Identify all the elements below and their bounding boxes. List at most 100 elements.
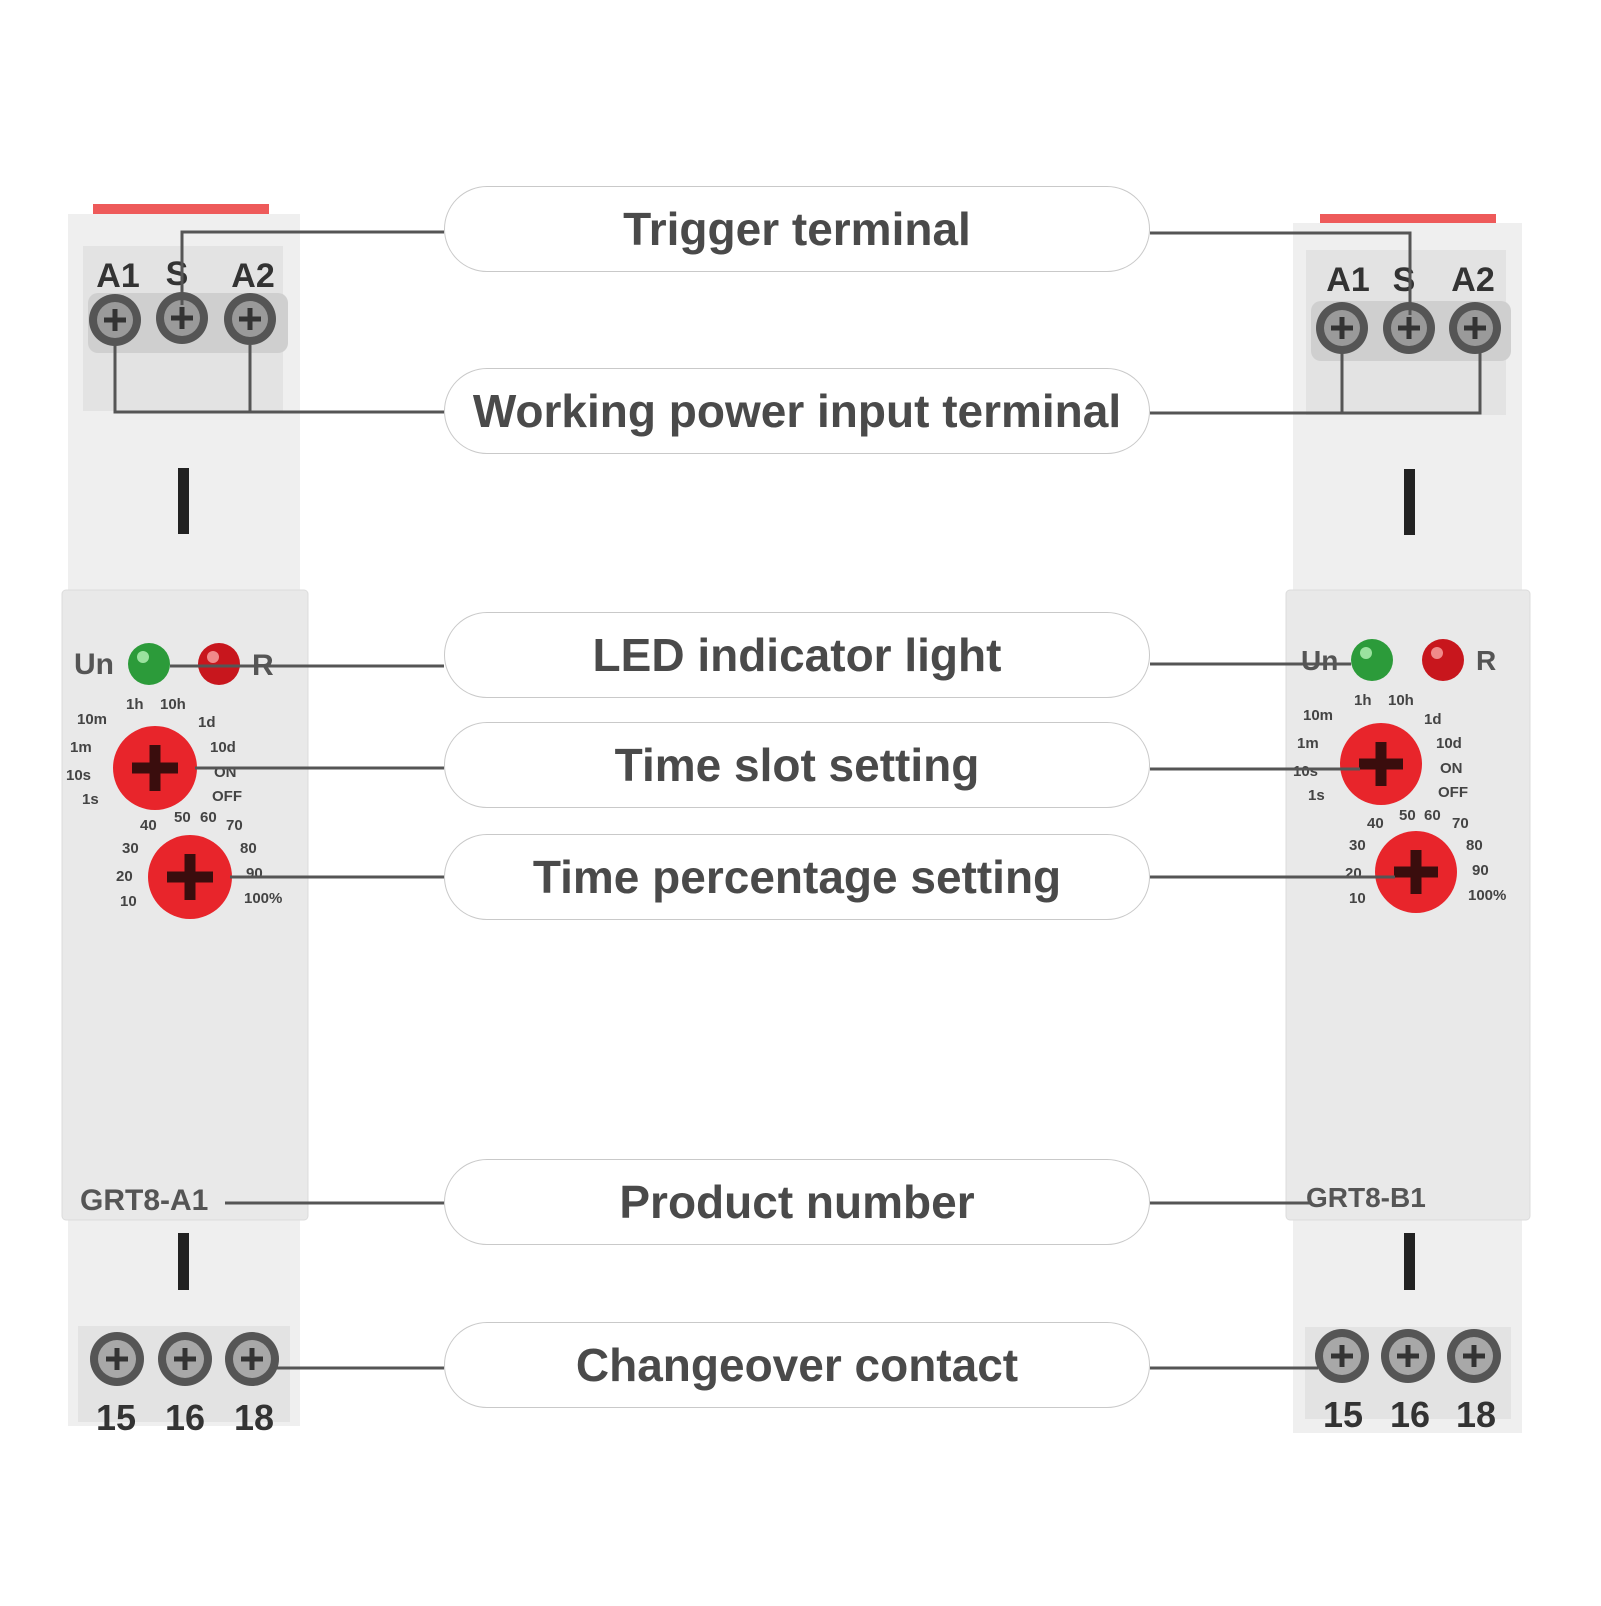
scale-label: 70: [226, 817, 243, 834]
relay-left: A1 S A2 Un R 1h 10h 10m 1d 1m 10d: [61, 204, 309, 1438]
terminal-label-16: 16: [1390, 1394, 1430, 1435]
power-led: [1351, 639, 1393, 681]
leader-line: [113, 345, 444, 414]
callout-time-percentage: Time percentage setting: [444, 834, 1150, 920]
screw-icon: [1381, 1329, 1435, 1383]
scale-label: 20: [116, 868, 133, 885]
scale-label: 90: [246, 865, 263, 882]
terminal-label-15: 15: [96, 1397, 136, 1438]
callout-label: Trigger terminal: [623, 203, 971, 255]
callout-trigger-terminal: Trigger terminal: [444, 186, 1150, 272]
scale-label: 1m: [70, 739, 92, 756]
scale-label: 1h: [1354, 692, 1372, 709]
callout-time-slot: Time slot setting: [444, 722, 1150, 808]
callout-power-input-terminal: Working power input terminal: [444, 368, 1150, 454]
scale-label: 10s: [1293, 763, 1318, 780]
percent-scale: 40 50 60 70 30 80 20 90 10 100%: [1345, 807, 1506, 907]
scale-label: 10h: [160, 696, 186, 713]
relay-right: A1 S A2 Un R 1h 10h 10m 1d 1m 10d 1: [1285, 214, 1531, 1435]
din-slot: [1404, 1233, 1415, 1290]
callout-product-number: Product number: [444, 1159, 1150, 1245]
terminal-label-18: 18: [234, 1397, 274, 1438]
scale-label: 40: [140, 817, 157, 834]
callout-changeover-contact: Changeover contact: [444, 1322, 1150, 1408]
callout-label: Time percentage setting: [532, 851, 1062, 903]
time-range-scale: 1h 10h 10m 1d 1m 10d 10s ON 1s OFF: [1293, 692, 1468, 804]
scale-label: 60: [1424, 807, 1441, 824]
terminal-label-s: S: [166, 255, 189, 293]
scale-label: 80: [1466, 837, 1483, 854]
screw-icon: [225, 1332, 279, 1386]
din-slot: [1404, 469, 1415, 535]
screw-icon: [1316, 302, 1368, 354]
callout-label: Changeover contact: [575, 1339, 1019, 1391]
screw-icon: [1383, 302, 1435, 354]
scale-label: 100%: [244, 890, 282, 907]
leader-line: [180, 230, 444, 305]
time-percent-knob[interactable]: [148, 835, 232, 919]
led-label-r: R: [1476, 645, 1496, 676]
time-percent-knob[interactable]: [1375, 831, 1457, 913]
time-range-knob[interactable]: [1340, 723, 1422, 805]
screw-icon: [224, 293, 276, 345]
scale-label: 100%: [1468, 887, 1506, 904]
terminal-label-s: S: [1393, 261, 1416, 299]
screw-icon: [158, 1332, 212, 1386]
scale-label: 10d: [1436, 735, 1462, 752]
power-led: [128, 643, 170, 685]
leader-line: [1150, 231, 1412, 315]
relay-led: [198, 643, 240, 685]
screw-icon: [156, 292, 208, 344]
scale-label: 70: [1452, 815, 1469, 832]
scale-label: 20: [1345, 865, 1362, 882]
terminal-label-a1: A1: [96, 257, 139, 295]
scale-label: OFF: [1438, 784, 1468, 801]
scale-label: OFF: [212, 788, 242, 805]
top-red-tab: [93, 204, 269, 216]
terminal-label-16: 16: [165, 1397, 205, 1438]
terminal-label-a2: A2: [231, 257, 274, 295]
terminal-label-15: 15: [1323, 1394, 1363, 1435]
scale-label: 90: [1472, 862, 1489, 879]
scale-label: 60: [200, 809, 217, 826]
scale-label: 10m: [77, 711, 107, 728]
callout-label: LED indicator light: [592, 629, 1002, 681]
scale-label: 1s: [82, 791, 99, 808]
callout-led-indicator: LED indicator light: [444, 612, 1150, 698]
product-number: GRT8-A1: [80, 1184, 208, 1217]
terminal-label-a2: A2: [1451, 261, 1494, 299]
screw-icon: [90, 1332, 144, 1386]
time-range-knob[interactable]: [113, 726, 197, 810]
scale-label: ON: [1440, 760, 1463, 777]
scale-label: 1d: [198, 714, 216, 731]
scale-label: 10d: [210, 739, 236, 756]
callout-label: Working power input terminal: [472, 385, 1122, 437]
led-label-un: Un: [1301, 645, 1338, 676]
scale-label: 10h: [1388, 692, 1414, 709]
scale-label: 50: [174, 809, 191, 826]
scale-label: 30: [1349, 837, 1366, 854]
terminal-label-a1: A1: [1326, 261, 1369, 299]
din-slot: [178, 468, 189, 534]
din-slot: [178, 1233, 189, 1290]
terminal-label-18: 18: [1456, 1394, 1496, 1435]
relay-led: [1422, 639, 1464, 681]
callout-label: Product number: [619, 1176, 975, 1228]
scale-label: 1m: [1297, 735, 1319, 752]
screw-icon: [89, 294, 141, 346]
leader-line: [1150, 352, 1482, 415]
scale-label: 80: [240, 840, 257, 857]
product-number: GRT8-B1: [1306, 1182, 1426, 1213]
scale-label: 10m: [1303, 707, 1333, 724]
scale-label: 10: [120, 893, 137, 910]
scale-label: 30: [122, 840, 139, 857]
led-label-un: Un: [74, 648, 114, 681]
scale-label: 40: [1367, 815, 1384, 832]
percent-scale: 40 50 60 70 30 80 20 90 10 100%: [116, 809, 282, 910]
callout-label: Time slot setting: [614, 739, 980, 791]
scale-label: 1d: [1424, 711, 1442, 728]
leader-lines: [113, 230, 1482, 1370]
screw-icon: [1449, 302, 1501, 354]
